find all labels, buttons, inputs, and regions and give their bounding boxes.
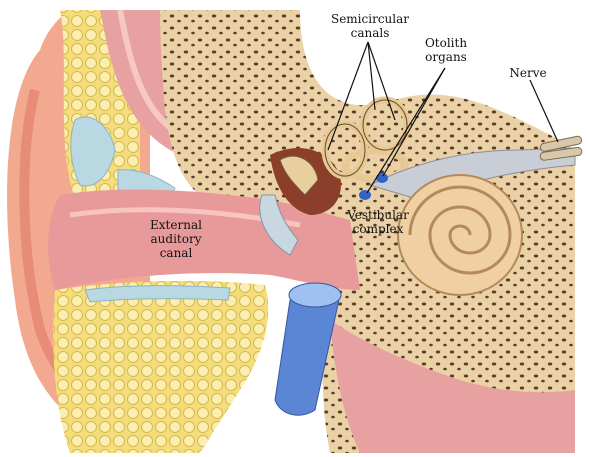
otolith-saccule-dot bbox=[376, 173, 388, 183]
label-vestibular-complex: Vestibular complex bbox=[338, 208, 418, 236]
external-auditory-canal bbox=[48, 189, 361, 290]
cochlea bbox=[397, 174, 523, 296]
ossicles bbox=[279, 155, 319, 196]
eac-line1: External bbox=[150, 218, 202, 232]
upper-cartilage bbox=[70, 116, 116, 187]
lower-cartilage bbox=[84, 285, 231, 303]
eac-line3: canal bbox=[159, 246, 193, 260]
eac-line2: auditory bbox=[150, 232, 202, 246]
nerve-stub bbox=[539, 135, 583, 161]
label-external-auditory-canal: External auditory canal bbox=[136, 218, 216, 260]
otolith-line1: Otolith bbox=[424, 36, 468, 50]
otolith-line2: organs bbox=[425, 50, 467, 64]
lower-fat-tissue bbox=[53, 280, 269, 453]
label-nerve: Nerve bbox=[500, 66, 556, 80]
temporal-bone bbox=[160, 10, 575, 453]
pointer-lines bbox=[327, 41, 559, 194]
tympanic-membrane bbox=[259, 194, 299, 256]
vestibular-line2: complex bbox=[352, 222, 404, 236]
lower-skin bbox=[330, 320, 575, 453]
vestibular-line1: Vestibular bbox=[347, 208, 409, 222]
otolith-utricle-dot bbox=[359, 190, 371, 200]
label-otolith-organs: Otolith organs bbox=[414, 36, 478, 64]
nerve-text: Nerve bbox=[509, 66, 547, 80]
label-semicircular-canals: Semicircular canals bbox=[320, 12, 420, 40]
semicircular-line2: canals bbox=[350, 26, 390, 40]
semicircular-line1: Semicircular bbox=[330, 12, 409, 26]
